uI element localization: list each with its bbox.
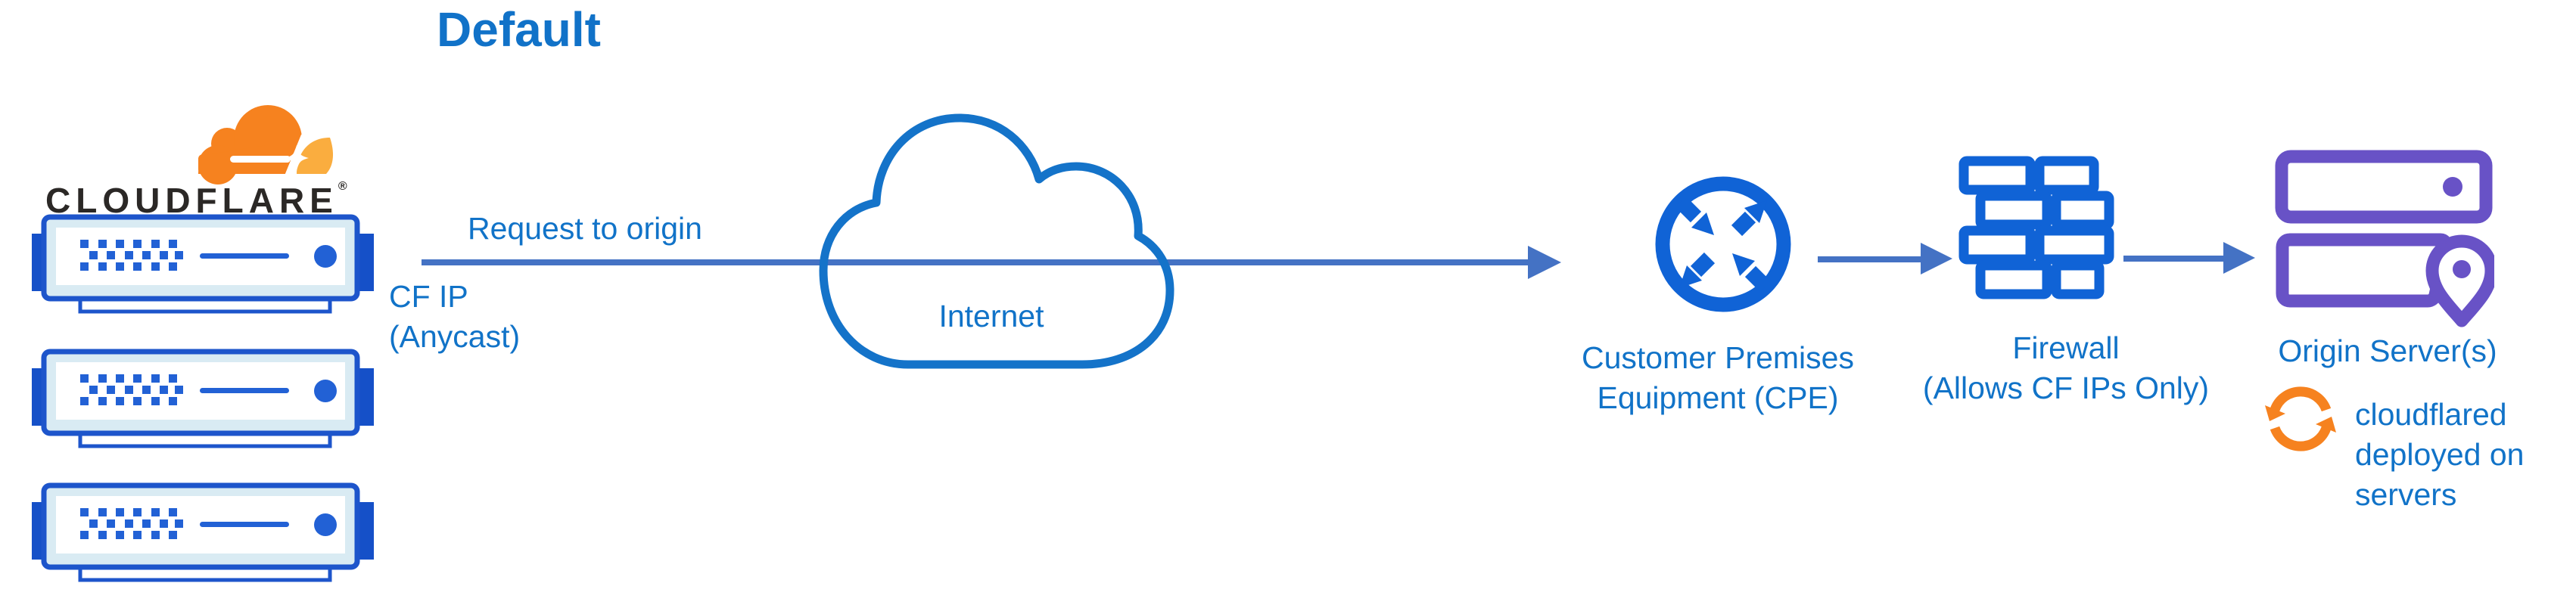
firewall-label: Firewall (Allows CF IPs Only)	[1922, 330, 2210, 405]
page-title: Default	[437, 2, 601, 57]
firewall-brick-icon	[1958, 156, 2114, 299]
origin-server-icon	[2275, 150, 2494, 327]
arrow-head-icon	[2223, 242, 2255, 274]
internet-cloud-icon	[819, 113, 1174, 369]
arrow-line-firewall-to-origin	[2123, 256, 2225, 262]
arrow-head-icon	[1528, 246, 1561, 279]
sync-cycle-icon	[2265, 386, 2336, 451]
cloudflare-logo-cloud-icon	[198, 105, 334, 185]
edge-sublabel-cf-ip-anycast: CF IP (Anycast)	[389, 279, 521, 354]
cloudflare-server-icon	[32, 214, 374, 314]
arrow-line-cf-to-cpe	[422, 259, 1528, 265]
arrow-line-cpe-to-firewall	[1818, 256, 1922, 262]
cloudflare-server-icon	[32, 482, 374, 582]
edge-label-request-to-origin: Request to origin	[468, 211, 702, 246]
cloudflare-server-icon	[32, 349, 374, 448]
cpe-label: Customer Premises Equipment (CPE)	[1582, 340, 1854, 415]
arrow-head-icon	[1921, 243, 1952, 274]
origin-label: Origin Server(s)	[2278, 333, 2497, 368]
cloudflare-wordmark: CLOUDFLARE®	[45, 180, 347, 220]
internet-label: Internet	[938, 299, 1044, 333]
registered-mark: ®	[338, 180, 347, 193]
cpe-router-icon	[1655, 176, 1791, 312]
cloudflared-annotation: cloudflared deployed on servers	[2355, 397, 2525, 512]
